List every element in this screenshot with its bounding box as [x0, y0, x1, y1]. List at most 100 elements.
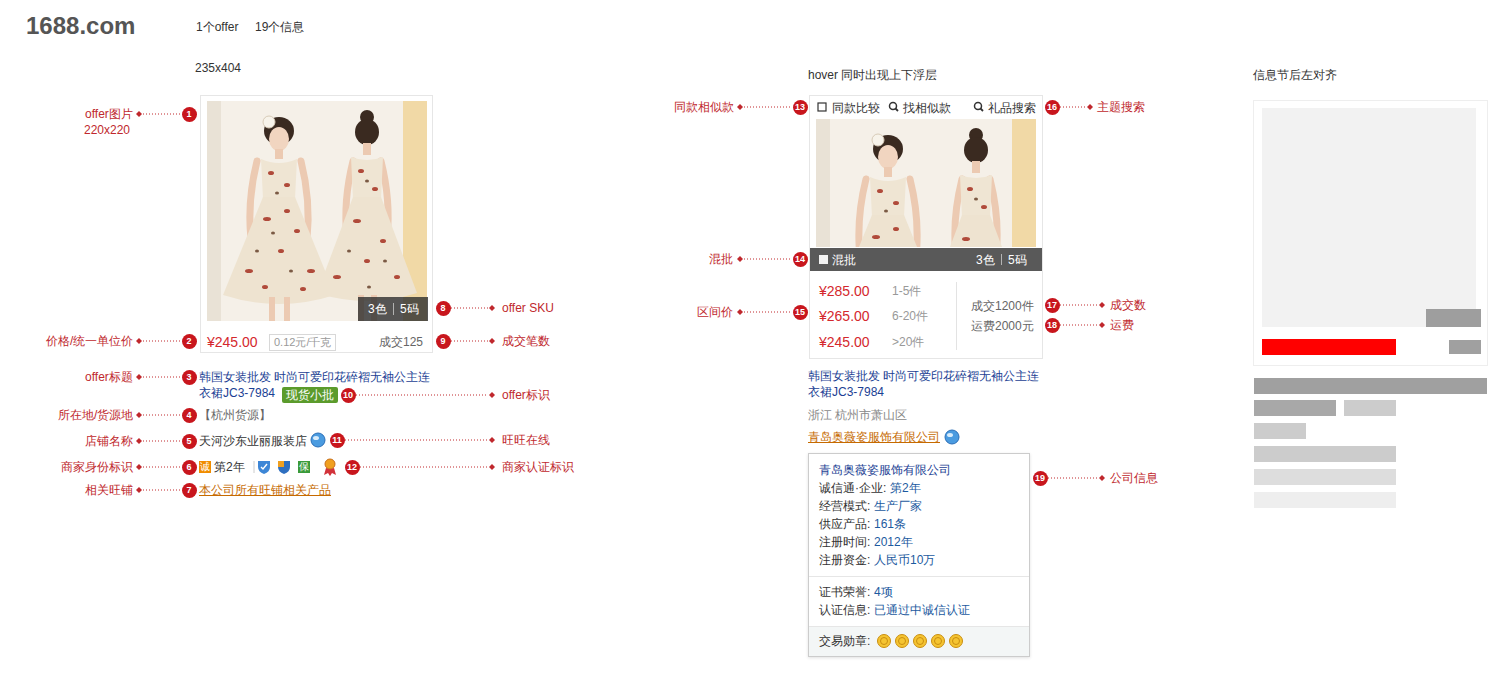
divider [819, 255, 828, 264]
callout-number: 12 [345, 460, 360, 475]
node-text: 1-5件 [892, 284, 921, 298]
node-text: 交易勋章: [819, 634, 870, 648]
skeleton-line [1344, 400, 1396, 416]
node-text: 第2年 [890, 481, 921, 495]
callout-number: 6 [182, 460, 197, 475]
medal-icon [950, 635, 963, 648]
shop-link: 本公司所有旺铺相关产品 [199, 483, 331, 497]
node-text: 供应产品: [819, 517, 870, 531]
wangwang-icon [945, 430, 959, 444]
node-text: 认证信息: [819, 603, 870, 617]
node-text: ¥265.00 [819, 308, 870, 324]
leader-diamond [136, 104, 1105, 493]
node-text: 找相似款 [903, 101, 951, 115]
node-text: 混批 [832, 253, 856, 267]
node-text: ¥245.00 [207, 334, 258, 350]
site-logo: 1688.com [26, 12, 135, 40]
annotation-label: offer图片 [85, 107, 133, 121]
callout-number: 17 [1045, 298, 1060, 313]
annotation-label: 成交数 [1110, 298, 1146, 312]
badge-icon: 保 [298, 461, 310, 473]
annotation-label: 所在地/货源地 [58, 408, 133, 422]
node-text: 运费2000元 [971, 319, 1034, 333]
callout-number: 7 [182, 483, 197, 498]
callout-number: 14 [793, 252, 808, 267]
shield-icon [261, 464, 267, 469]
node-text: 证书荣誉: [819, 585, 870, 599]
divider [393, 303, 394, 315]
medal-icon [935, 638, 942, 645]
divider [809, 626, 1029, 627]
annotation-label: 220x220 [84, 123, 130, 137]
skeleton-price [1262, 339, 1396, 355]
sku-bar: 3色5码 [358, 297, 428, 321]
annotation-label: 公司信息 [1110, 471, 1158, 485]
annotation-label: 混批 [709, 252, 733, 266]
node-text: 已通过中诚信认证 [874, 603, 970, 617]
wangwang-icon [311, 433, 325, 447]
node-text: 成交125 [379, 335, 423, 349]
annotation-label: 区间价 [697, 305, 733, 319]
skeleton-image [1262, 108, 1476, 327]
skeleton-line [1254, 423, 1306, 439]
annotation-label: 相关旺铺 [85, 483, 133, 497]
shield-icon [258, 461, 270, 474]
offer-tag: 现货小批 [282, 387, 338, 403]
skeleton-line [1254, 378, 1487, 394]
skeleton-line [1254, 469, 1396, 485]
node-text: >20件 [892, 335, 924, 349]
callout-number: 11 [330, 433, 345, 448]
callout-number: 13 [793, 100, 808, 115]
callout-number: 5 [182, 434, 197, 449]
medal-icon [899, 638, 906, 645]
company-popup: 青岛奥薇姿服饰有限公司诚信通·企业:第2年经营模式:生产厂家供应产品:161条注… [808, 453, 1030, 657]
medal-icon [881, 638, 888, 645]
shop-link: 青岛奥薇姿服饰有限公司 [808, 430, 940, 444]
node-text: 注册资金: [819, 553, 870, 567]
search-icon [896, 109, 899, 112]
callout-number: 1 [182, 107, 197, 122]
node-text: 生产厂家 [874, 499, 922, 513]
node-text: 经营模式: [819, 499, 870, 513]
skeleton-line [1254, 492, 1396, 508]
callout-number: 16 [1045, 100, 1060, 115]
wangwang-icon [313, 436, 319, 440]
medal-icon [914, 635, 927, 648]
node-text: 同款比较 [832, 101, 880, 115]
header-note: 信息节后左对齐 [1253, 68, 1337, 82]
annotation-label: offer SKU [502, 301, 554, 315]
skeleton-block [1426, 309, 1481, 327]
callout-number: 9 [436, 334, 451, 349]
source-tag: 【杭州货源】 [199, 408, 271, 422]
node-text: 4项 [874, 585, 893, 599]
node-text: 3色 [368, 302, 387, 316]
leader-line [143, 107, 1098, 490]
search-icon [975, 103, 982, 110]
shield-icon [278, 461, 284, 467]
medal-icon [878, 635, 891, 648]
callout-number: 2 [182, 334, 197, 349]
divider [809, 576, 1029, 577]
node-text: 6-20件 [892, 309, 928, 323]
medal-icon [325, 459, 335, 469]
annotation-label: 旺旺在线 [502, 433, 550, 447]
callout-number: 19 [1033, 471, 1048, 486]
header-note: 1个offer [196, 20, 238, 34]
divider [956, 282, 957, 350]
skeleton-card [1254, 101, 1488, 366]
annotation-label: 成交笔数 [502, 334, 550, 348]
node-text: 人民币10万 [874, 553, 935, 567]
medal-icon [953, 638, 960, 645]
offer-title: 韩国女装批发 时尚可爱印花碎褶无袖公主连衣裙JC3-7984 [199, 369, 439, 401]
annotation-label: 价格/统一单位价 [46, 334, 133, 348]
annotation-label: 主题搜索 [1097, 100, 1145, 114]
node-text: ¥285.00 [819, 283, 870, 299]
search-icon [890, 103, 897, 110]
callout-number: 15 [793, 305, 808, 320]
shield-icon [278, 461, 290, 474]
annotation-label: offer标题 [85, 370, 133, 384]
node-text: 成交1200件 [971, 299, 1034, 313]
annotation-label: 店铺名称 [85, 434, 133, 448]
search-icon [981, 109, 984, 112]
